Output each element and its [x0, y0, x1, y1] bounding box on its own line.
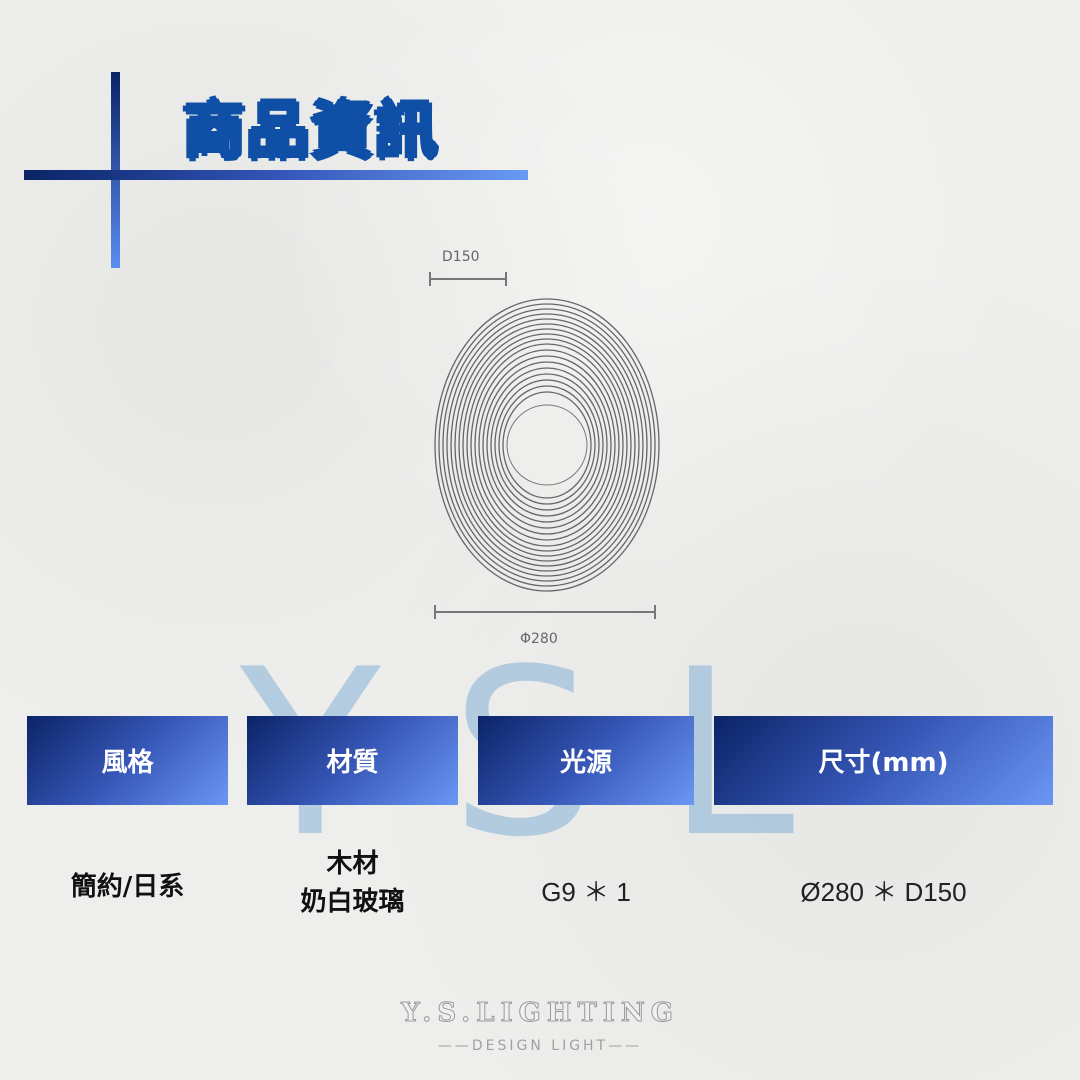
depth-label: D150 [442, 249, 480, 265]
value-light-source-line: G9 ＊ 1 [541, 877, 631, 907]
header-light-source: 光源 [478, 716, 694, 805]
diameter-dimension-line [434, 605, 656, 619]
value-size: Ø280 ＊ D150 [714, 872, 1053, 909]
value-material-line-1: 木材 [326, 849, 379, 879]
header-size: 尺寸(mm) [714, 716, 1053, 805]
header-light-source-label: 光源 [559, 748, 612, 778]
diameter-label: Φ280 [520, 631, 558, 647]
depth-dimension-line [429, 272, 507, 286]
value-style: 簡約/日系 [27, 868, 228, 906]
product-dimension-diagram: D150 Φ280 [420, 245, 680, 655]
header-style-label: 風格 [101, 748, 154, 778]
value-style-line: 簡約/日系 [70, 872, 185, 902]
header-style: 風格 [27, 716, 228, 805]
header-size-label: 尺寸(mm) [818, 748, 949, 778]
header-material-label: 材質 [326, 748, 379, 778]
value-material-line-2: 奶白玻璃 [300, 887, 405, 917]
brand-logo-text: Y.S.LIGHTING [401, 998, 679, 1029]
brand-tagline: ——DESIGN LIGHT—— [437, 1038, 643, 1054]
value-material: 木材 奶白玻璃 [247, 845, 458, 921]
header-material: 材質 [247, 716, 458, 805]
value-size-line: Ø280 ＊ D150 [800, 877, 967, 907]
decorative-horizontal-line [24, 170, 528, 180]
lamp-concentric-rings-drawing [434, 298, 660, 592]
page-title: 商品資訊 [182, 93, 440, 168]
value-light-source: G9 ＊ 1 [478, 872, 694, 909]
